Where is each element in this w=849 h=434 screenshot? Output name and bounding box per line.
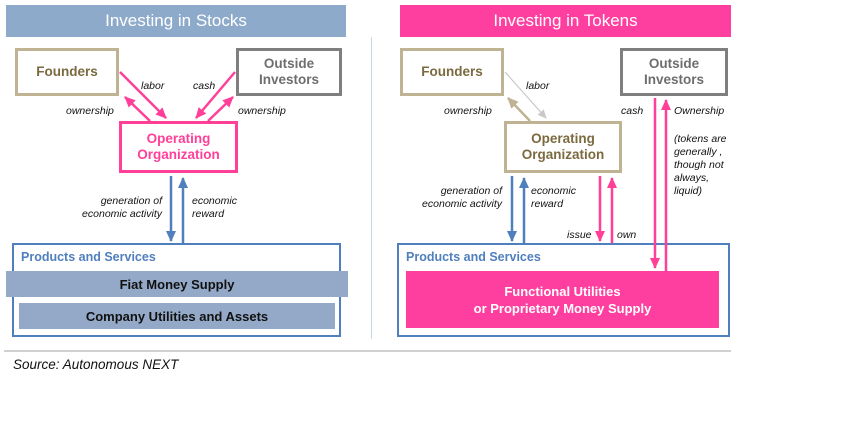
proprietary-money-line: or Proprietary Money Supply [473,300,652,316]
tokens-liquidity-note: (tokens are generally , though not alway… [674,133,727,197]
right-ownership-cap-label: Ownership [674,105,725,117]
right-cash-label: cash [621,105,644,117]
left-generation-label: generation of economic activity [82,195,162,220]
right-own-label: own [617,229,637,241]
source-note: Source: Autonomous NEXT [13,357,179,372]
fiat-money-supply-bar: Fiat Money Supply [6,271,348,297]
right-founders-box: Founders [400,48,504,96]
left-cash-label: cash [193,80,216,92]
left-labor-label: labor [141,80,165,92]
right-labor-arrow [504,71,547,119]
company-utilities-bar: Company Utilities and Assets [19,303,335,329]
panel-divider [371,37,372,339]
right-issue-label: issue [567,229,592,241]
right-economic-reward-label: economic reward [531,185,576,210]
left-ownership-label-left: ownership [66,105,114,117]
right-generation-label: generation of economic activity [422,185,502,210]
left-founders-box: Founders [15,48,119,96]
right-ownership-label: ownership [444,105,492,117]
right-products-services-title: Products and Services [406,250,541,264]
left-products-services-title: Products and Services [21,250,156,264]
left-ownership-arrow-investors [207,96,234,122]
left-labor-arrow [119,71,167,119]
right-outside-investors-box: Outside Investors [620,48,728,96]
source-rule [4,350,731,352]
left-ownership-arrow-founders [124,96,151,122]
left-cash-arrow [195,71,236,119]
left-ownership-label-right: ownership [238,105,286,117]
left-economic-reward-label: economic reward [192,195,237,220]
left-operating-organization-box: Operating Organization [119,121,238,173]
tokens-panel-title: Investing in Tokens [400,5,731,37]
right-ownership-arrow [507,97,531,122]
functional-utilities-line: Functional Utilities [504,283,621,299]
right-labor-label: labor [526,80,550,92]
left-outside-investors-box: Outside Investors [236,48,342,96]
right-operating-organization-box: Operating Organization [504,121,622,173]
functional-utilities-bar: Functional Utilities or Proprietary Mone… [406,271,719,328]
right-products-services-container [397,243,730,337]
stocks-panel-title: Investing in Stocks [6,5,346,37]
